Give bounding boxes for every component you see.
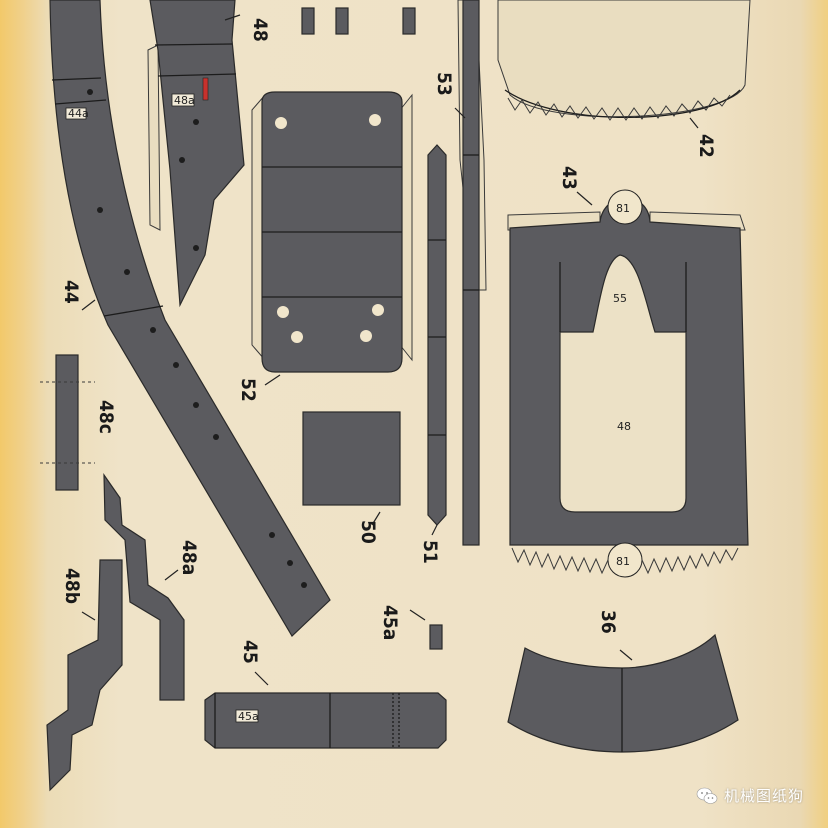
label-36: 36 [597,610,619,634]
label-45a: 45a [379,605,401,640]
watermark-text: 机械图纸狗 [723,787,804,805]
part-48c [40,354,95,491]
part-45: 45a [204,692,447,749]
part-45-tag: 45a [238,710,259,723]
frame-top-circle-label: 81 [616,202,630,215]
label-51: 51 [419,540,441,564]
frame-arch-label: 55 [613,292,627,305]
part-48b [46,559,123,792]
label-50: 50 [357,520,379,544]
part-48a [103,473,185,701]
wechat-icon [696,787,718,804]
part-48-tag: 48a [174,94,195,107]
watermark: 机械图纸狗 [696,785,804,806]
part-52 [251,91,413,373]
label-42: 42 [695,134,717,158]
label-45: 45 [239,640,261,664]
part-44: 44a [49,0,331,637]
label-48c: 48c [95,400,117,434]
part-53 [457,0,487,546]
frame-window-label: 48 [617,420,631,433]
part-labels: 48 53 42 43 44 52 48c 48a 48b 50 51 45a … [60,18,717,664]
part-36 [507,633,739,753]
frame-bottom-circle-label: 81 [616,555,630,568]
leader-lines [81,14,699,686]
label-48a: 48a [178,540,200,575]
part-50 [302,411,401,506]
top-small-marks [301,7,416,35]
part-48: 48a [147,0,245,308]
label-48: 48 [249,18,271,42]
part-43: 81 55 48 81 [507,189,749,578]
part-45a [429,624,443,650]
label-48b: 48b [61,568,83,604]
part-42 [497,0,751,121]
label-52: 52 [237,378,259,402]
label-43: 43 [558,166,580,190]
strip-44-tag: 44a [68,107,89,120]
part-51 [427,144,447,526]
label-53: 53 [433,72,455,96]
label-44: 44 [60,280,82,304]
